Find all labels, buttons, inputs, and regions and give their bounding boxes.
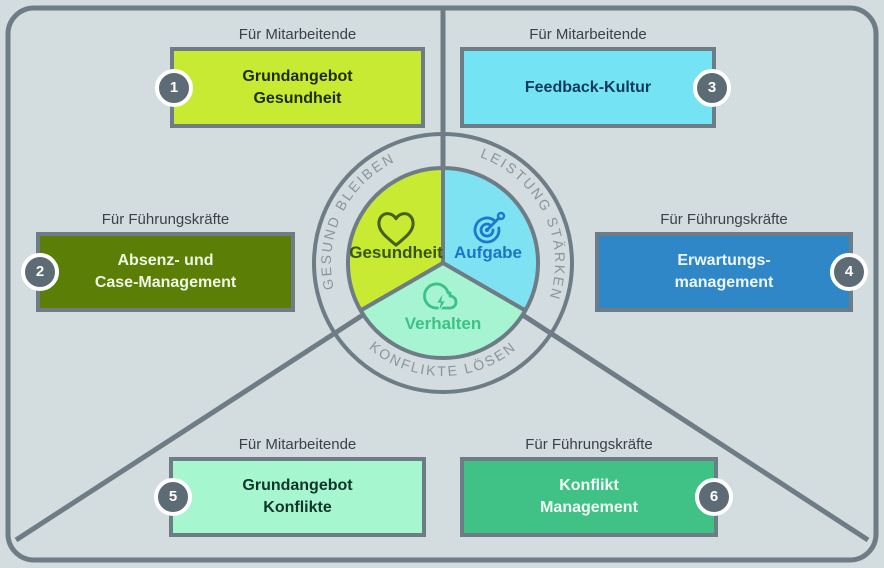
segment-label-aufgabe: Aufgabe [454, 243, 522, 262]
box-konflikt-management: Konflikt Management 6 [460, 457, 733, 537]
box-absenz-case-management: Absenz- und Case-Management 2 [21, 232, 295, 312]
heart-icon [377, 212, 415, 247]
box-title-line: Gesundheit [253, 89, 342, 107]
audience-label-mid-left: Für Führungskräfte [101, 211, 230, 228]
audience-label-top-left: Für Mitarbeitende [238, 26, 357, 43]
box-title-line: Management [540, 499, 638, 516]
audience-label-bottom-left: Für Mitarbeitende [238, 436, 357, 453]
box-title-line: Feedback-Kultur [524, 78, 652, 96]
target-dart-icon [473, 211, 506, 244]
audience-label-bottom-right: Für Führungskräfte [525, 436, 653, 453]
box-title-line: management [674, 274, 774, 291]
number-badge: 4 [830, 253, 868, 291]
number-badge: 2 [21, 253, 59, 291]
number-badge: 1 [155, 68, 193, 107]
number-badge: 6 [695, 478, 733, 516]
box-title-line: Konflikte [263, 499, 332, 516]
audience-label-mid-right: Für Führungskräfte [660, 211, 788, 228]
audience-label-top-right: Für Mitarbeitende [529, 26, 647, 43]
box-grundangebot-konflikte: Grundangebot Konflikte 5 [154, 457, 426, 537]
segment-label-verhalten: Verhalten [405, 314, 482, 333]
box-title-line: Case-Management [94, 274, 237, 291]
number-badge: 3 [693, 68, 731, 107]
box-title-line: Grundangebot [242, 477, 353, 494]
box-grundangebot-gesundheit: Grundangebot Gesundheit 1 [155, 47, 425, 128]
box-title-line: Grundangebot [242, 67, 353, 85]
segment-label-gesundheit: Gesundheit [349, 243, 443, 262]
box-feedback-kultur: Feedback-Kultur 3 [460, 47, 731, 128]
box-title-line: Absenz- und [117, 252, 214, 269]
box-title-line: Erwartungs- [677, 252, 771, 269]
segment-verhalten [358, 261, 528, 360]
number-badge: 5 [154, 478, 192, 516]
box-title-line: Konflikt [559, 477, 619, 494]
box-erwartungsmanagement: Erwartungs- management 4 [595, 232, 868, 312]
storm-cloud-icon [423, 282, 458, 312]
